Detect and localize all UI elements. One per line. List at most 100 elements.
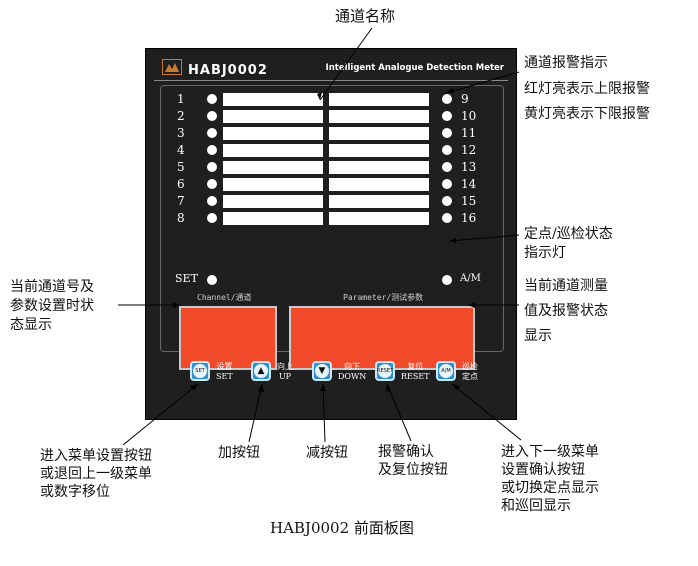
channel-alarm-led <box>442 179 452 189</box>
am-button-annotation-line2: 设置确认按钮 <box>501 462 585 478</box>
parameter-display-label: Parameter/测试参数 <box>343 293 424 302</box>
channel-number-right: 14 <box>461 177 477 191</box>
set-button-annotation-line2: 或退回上一级菜单 <box>40 466 152 482</box>
channel-alarm-led <box>442 128 452 138</box>
am-button[interactable]: A/M <box>436 361 456 381</box>
channel-name-box <box>223 212 323 225</box>
status-annotation-line2: 指示灯 <box>524 245 566 261</box>
set-indicator-led <box>207 275 217 285</box>
channel-number-left: 7 <box>177 194 185 208</box>
panel-divider <box>154 80 508 81</box>
left-display-annotation-line3: 态显示 <box>10 317 52 333</box>
channel-number-right: 15 <box>461 194 477 208</box>
channel-number-right: 16 <box>461 211 477 225</box>
alarm-annotation-line3: 黄灯亮表示下限报警 <box>524 106 650 122</box>
channel-alarm-led <box>207 128 217 138</box>
up-caption-en: UP <box>278 372 292 381</box>
brand-title: HABJ0002 <box>188 63 268 78</box>
channel-alarm-led <box>442 145 452 155</box>
channel-name-box <box>223 93 323 106</box>
reset-button-face: RESET <box>377 364 393 378</box>
channel-alarm-led <box>442 94 452 104</box>
am-button-face: A/M <box>439 364 453 378</box>
channel-display <box>179 306 277 370</box>
am-button-annotation-line4: 和巡回显示 <box>501 498 571 514</box>
channel-alarm-led <box>207 94 217 104</box>
channel-alarm-led <box>207 213 217 223</box>
set-button-annotation-line3: 或数字移位 <box>40 484 110 500</box>
channel-name-box <box>223 127 323 140</box>
channel-name-box <box>223 144 323 157</box>
channel-display-label: Channel/通道 <box>197 293 252 302</box>
channel-number-right: 9 <box>461 92 469 106</box>
channel-alarm-led <box>207 145 217 155</box>
reset-button[interactable]: RESET <box>375 361 395 381</box>
down-caption-en: DOWN <box>338 372 367 381</box>
left-display-annotation-line2: 参数设置时状 <box>10 298 94 314</box>
am-button-annotation-line1: 进入下一级菜单 <box>501 444 599 460</box>
channel-name-box <box>223 195 323 208</box>
channel-number-left: 8 <box>177 211 185 225</box>
channel-name-box <box>329 127 429 140</box>
channel-alarm-led <box>442 162 452 172</box>
channel-name-box <box>329 178 429 191</box>
am-caption-cn: 巡检 <box>462 362 478 371</box>
panel-subtitle: Intelligent Analogue Detection Meter <box>325 63 504 73</box>
set-button[interactable]: SET <box>190 361 210 381</box>
right-display-annotation-line2: 值及报警状态 <box>524 303 608 319</box>
am-indicator-led <box>442 275 452 285</box>
channel-number-right: 10 <box>461 109 477 123</box>
brand-logo-icon <box>162 59 182 75</box>
channel-alarm-led <box>442 213 452 223</box>
set-indicator-label: SET <box>175 272 198 285</box>
status-annotation-line1: 定点/巡检状态 <box>524 226 613 242</box>
channel-alarm-led <box>207 196 217 206</box>
channel-name-box <box>223 161 323 174</box>
channel-name-box <box>329 195 429 208</box>
channel-name-box <box>329 212 429 225</box>
channel-number-right: 12 <box>461 143 477 157</box>
right-display-annotation-line3: 显示 <box>524 328 552 344</box>
figure-caption: HABJ0002 前面板图 <box>270 519 414 537</box>
right-display-annotation-line1: 当前通道测量 <box>524 278 608 294</box>
am-caption-en: 定点 <box>462 372 478 381</box>
channel-name-annotation: 通道名称 <box>335 7 396 25</box>
channel-number-left: 5 <box>177 160 185 174</box>
reset-caption-cn: 复位 <box>407 362 424 371</box>
alarm-annotation-line2: 红灯亮表示上限报警 <box>524 81 650 97</box>
channel-number-left: 6 <box>177 177 185 191</box>
am-button-annotation-line3: 或切换定点显示 <box>501 480 599 496</box>
down-caption-cn: 向下 <box>344 362 361 371</box>
channel-number-left: 1 <box>177 92 185 106</box>
channel-alarm-led <box>207 162 217 172</box>
down-button[interactable]: ▼ <box>312 361 332 381</box>
channel-name-box <box>329 161 429 174</box>
down-button-face: ▼ <box>315 364 329 378</box>
reset-button-annotation-line1: 报警确认 <box>378 444 434 460</box>
reset-button-annotation-line2: 及复位按钮 <box>378 462 448 478</box>
set-button-face: SET <box>193 364 207 378</box>
front-panel: HABJ0002 Intelligent Analogue Detection … <box>145 48 517 420</box>
channel-alarm-led <box>207 111 217 121</box>
channel-name-box <box>223 178 323 191</box>
left-display-annotation-line1: 当前通道号及 <box>10 279 94 295</box>
channel-number-left: 4 <box>177 143 185 157</box>
up-button-annotation: 加按钮 <box>218 445 260 461</box>
channel-alarm-led <box>207 179 217 189</box>
set-caption-en: SET <box>216 372 233 381</box>
up-button[interactable]: ▲ <box>251 361 271 381</box>
alarm-annotation-line1: 通道报警指示 <box>524 55 608 71</box>
channel-name-box <box>223 110 323 123</box>
channel-alarm-led <box>442 111 452 121</box>
up-button-face: ▲ <box>254 364 268 378</box>
set-button-annotation-line1: 进入菜单设置按钮 <box>40 448 152 464</box>
channel-name-box <box>329 144 429 157</box>
up-caption-cn: 向上 <box>277 362 293 371</box>
down-button-annotation: 减按钮 <box>306 445 348 461</box>
channel-alarm-led <box>442 196 452 206</box>
